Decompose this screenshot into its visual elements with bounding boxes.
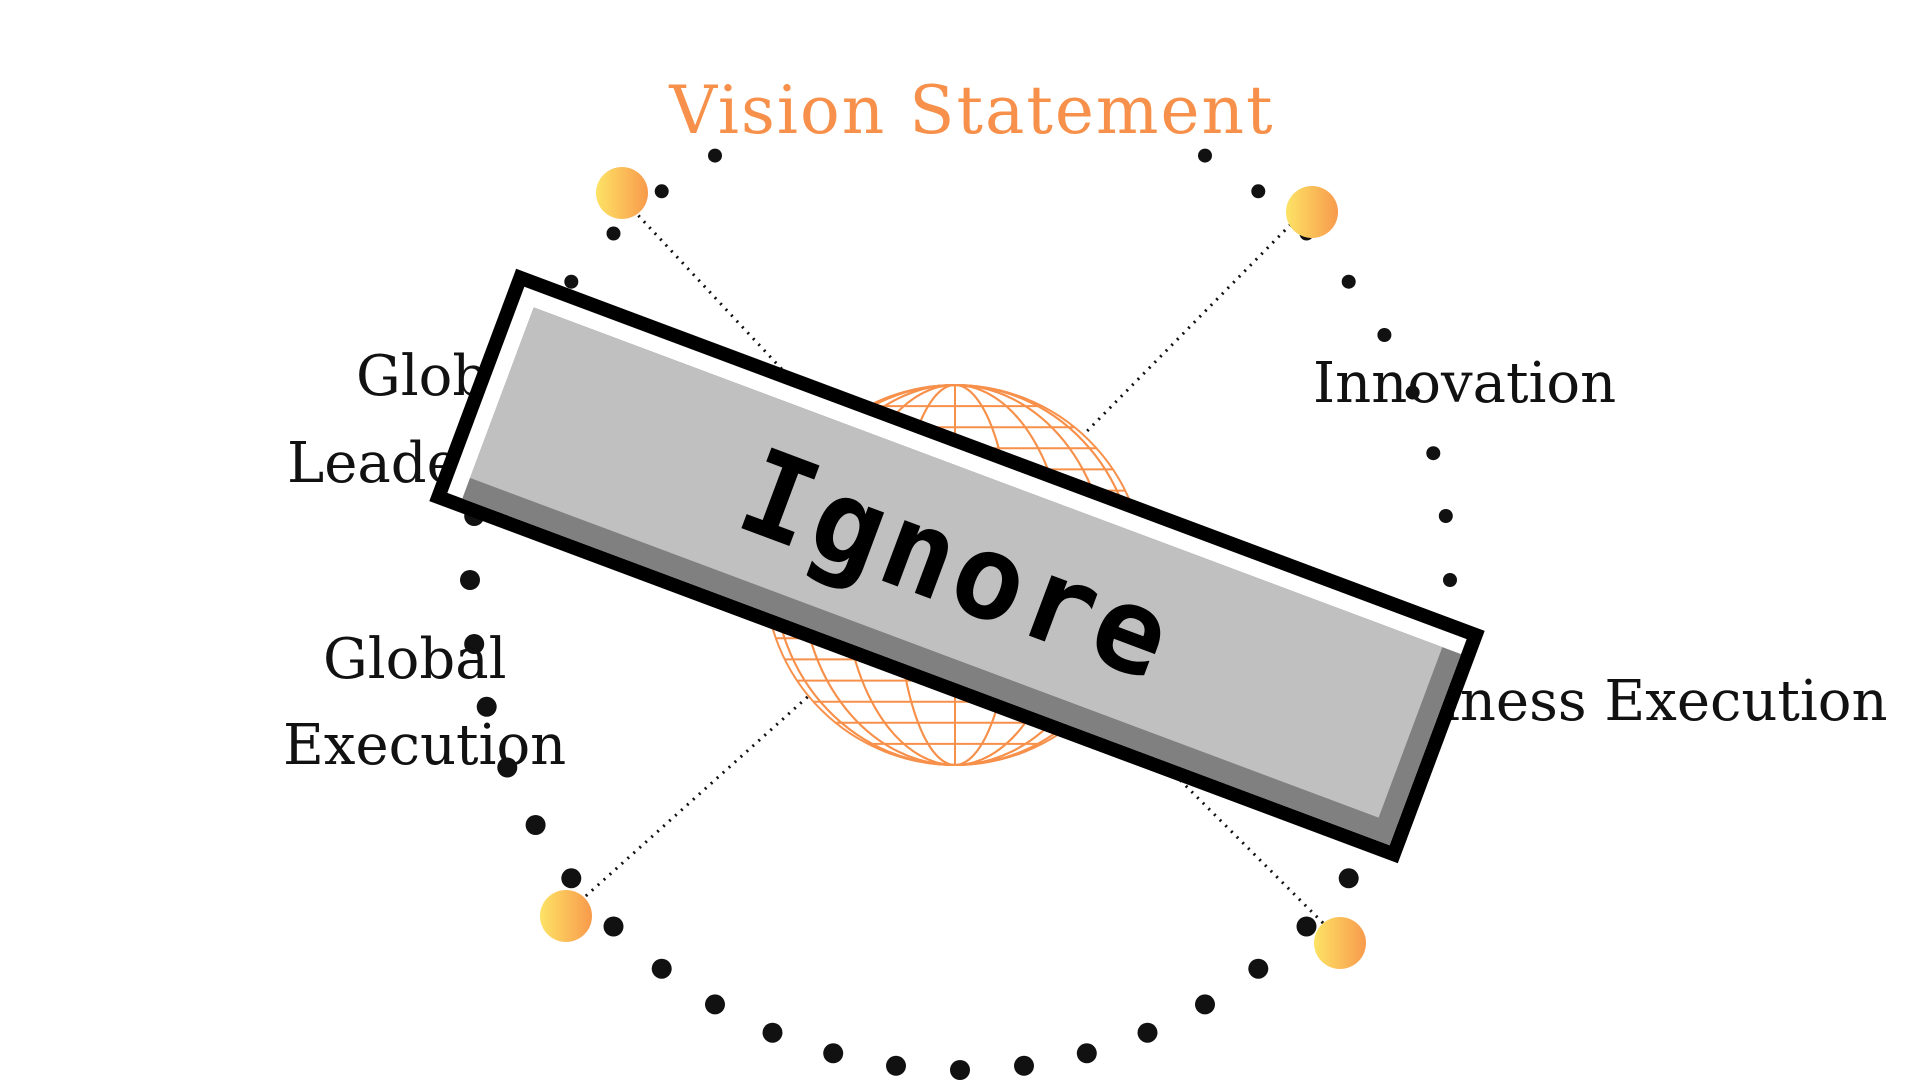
ring-dot — [1377, 328, 1392, 342]
ring-dot — [708, 148, 722, 163]
ring-dot — [654, 184, 669, 199]
node-top-left — [596, 167, 648, 219]
connector-bottom-right — [958, 558, 1342, 942]
ring-dot — [1443, 573, 1457, 587]
ring-dot — [886, 1055, 906, 1076]
ring-dot — [1338, 868, 1359, 889]
ring-dot — [1426, 446, 1441, 461]
diagram-title: Vision Statement — [668, 72, 1274, 149]
ring-dot — [1014, 1055, 1034, 1076]
ring-dot — [561, 868, 582, 889]
connector-lines — [566, 196, 1342, 942]
ring-dot — [1076, 1043, 1097, 1064]
ring-dot — [525, 815, 546, 835]
ring-dot — [1251, 184, 1266, 199]
ignore-button-face — [470, 307, 1443, 818]
node-bottom-left — [540, 890, 592, 942]
ring-dot — [1198, 148, 1212, 163]
ring-dot — [1195, 994, 1215, 1015]
ring-dot — [1248, 958, 1269, 979]
label-innovation: Innovation — [1313, 351, 1616, 416]
ring-dot — [651, 958, 672, 979]
ring-dot — [823, 1043, 844, 1064]
ring-dot — [1296, 916, 1317, 937]
ring-dot — [705, 994, 725, 1015]
connector-top-right — [958, 211, 1304, 562]
ring-dot — [1341, 274, 1356, 289]
ring-dot — [1438, 509, 1453, 523]
nodes — [540, 167, 1366, 969]
ring-dot — [950, 1060, 970, 1080]
node-bottom-right — [1314, 917, 1366, 969]
ring-dot — [460, 570, 480, 590]
label-global-execution-line1: Global — [323, 627, 507, 692]
ring-dot — [606, 226, 621, 241]
ring-dot — [497, 757, 518, 778]
ring-dot — [762, 1022, 783, 1043]
node-top-right — [1286, 186, 1338, 238]
ring-dot — [603, 916, 624, 937]
ring-dot — [1137, 1022, 1158, 1043]
ring-dot — [564, 274, 579, 289]
label-global-execution-line2: Execution — [283, 713, 566, 778]
ring-dot — [476, 696, 497, 717]
ring-dot — [464, 634, 485, 654]
ring-dot — [1405, 385, 1420, 400]
ignore-button[interactable]: Ignore — [429, 268, 1485, 864]
